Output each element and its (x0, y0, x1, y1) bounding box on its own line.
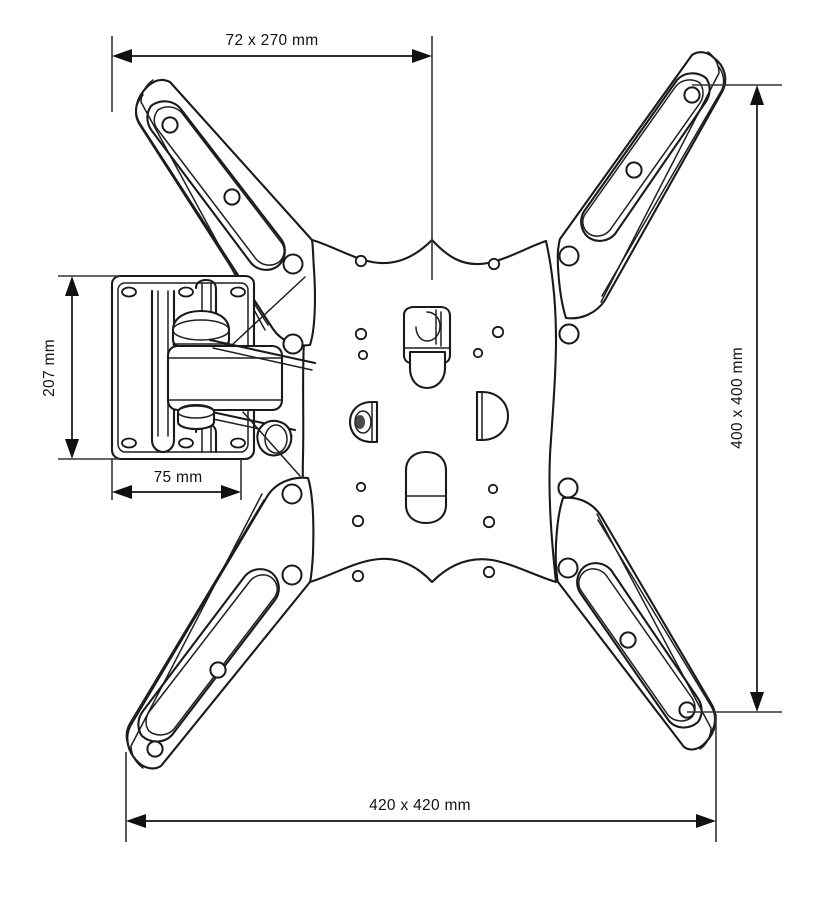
upper-left-arm (135, 78, 317, 355)
dimension-top-label: 72 x 270 mm (226, 32, 319, 49)
dimension-bottom-label: 420 x 420 mm (369, 797, 471, 814)
dimension-left-label: 207 mm (41, 339, 58, 397)
lower-right-arm (554, 477, 717, 751)
upper-right-arm (556, 51, 727, 345)
dimension-right-label: 400 x 400 mm (729, 347, 746, 449)
d-shaped-tab (475, 390, 510, 442)
dimension-left: 207 mm (41, 275, 120, 460)
dimension-left-lower-label: 75 mm (154, 469, 203, 486)
hinge-pivot-assembly (166, 276, 317, 477)
rounded-slot (404, 450, 448, 525)
adjustment-knob[interactable] (348, 400, 379, 444)
dimension-right: 400 x 400 mm (687, 84, 782, 713)
center-plate-small-holes (351, 254, 505, 583)
dimension-bottom: 420 x 420 mm (125, 714, 717, 842)
lower-left-arm (125, 476, 315, 770)
release-latch[interactable] (402, 305, 452, 390)
dimension-top: 72 x 270 mm (111, 32, 433, 280)
dimension-left-lower: 75 mm (111, 459, 242, 500)
center-mounting-plate (301, 238, 558, 584)
